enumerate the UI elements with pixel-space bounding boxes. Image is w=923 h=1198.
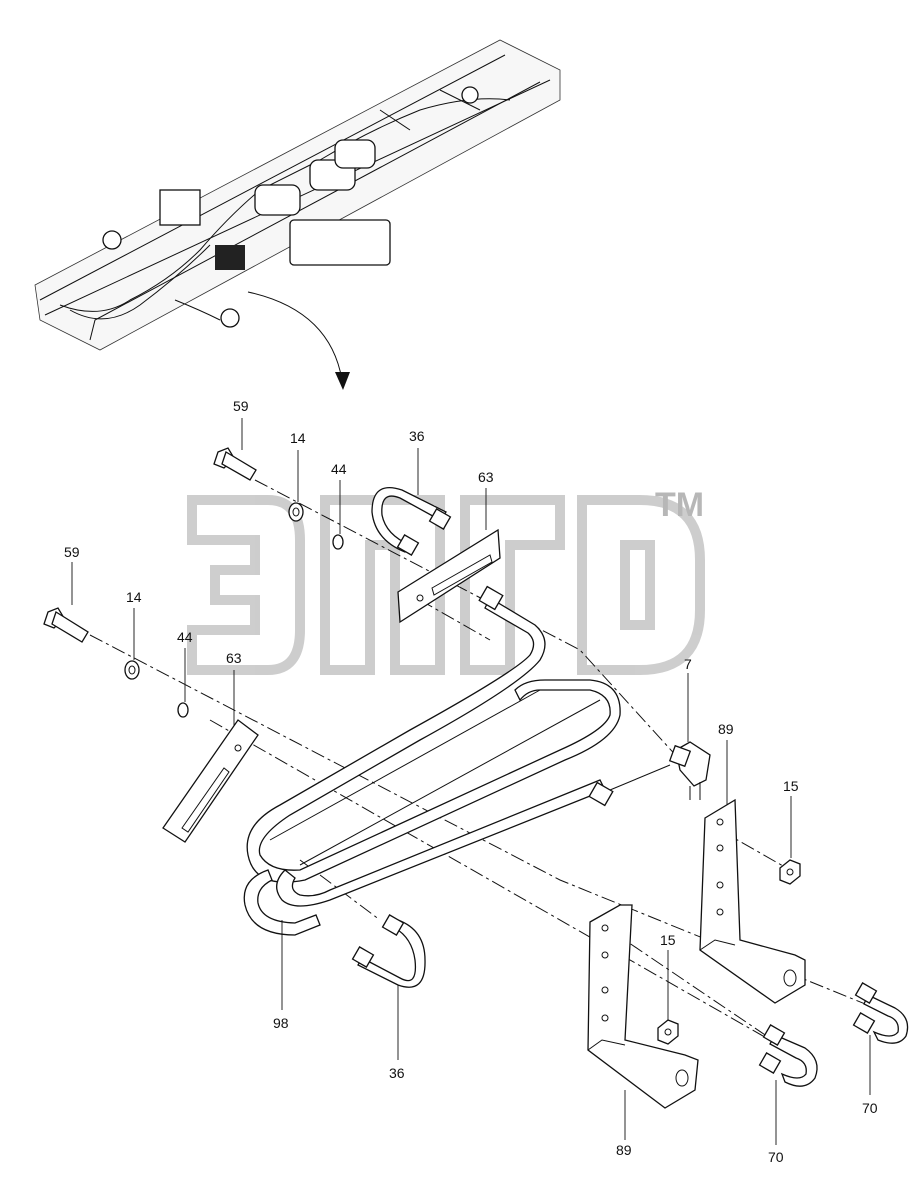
washer-44-lower	[177, 702, 189, 718]
bolt-upper	[213, 447, 257, 481]
callout-44-upper: 44	[331, 461, 347, 477]
u-pipe-70-right	[852, 982, 909, 1044]
callout-36-lower: 36	[389, 1065, 405, 1081]
callout-70-lower: 70	[768, 1149, 784, 1165]
zoom-arrow	[247, 291, 350, 390]
leader-lines	[71, 418, 871, 1145]
elbow-fitting-7	[668, 741, 711, 800]
callout-98: 98	[273, 1015, 289, 1031]
u-pipe-36-lower	[351, 914, 426, 988]
callout-89-lower: 89	[616, 1142, 632, 1158]
callout-labels: 59 14 44 36 63 59 14 44 63 7 89 15 15 98…	[64, 398, 878, 1165]
nut-15-upper	[779, 859, 801, 885]
callout-59-lower: 59	[64, 544, 80, 560]
washer-14-upper	[288, 502, 304, 522]
watermark-logo: TM	[187, 486, 705, 675]
callout-44-lower: 44	[177, 629, 193, 645]
callout-7: 7	[684, 656, 692, 672]
nut-15-lower	[657, 1019, 679, 1045]
callout-15-upper: 15	[783, 778, 799, 794]
bracket-plate-63-lower	[162, 719, 259, 843]
vehicle-frame-overview	[34, 39, 561, 351]
u-pipe-36-upper	[371, 486, 452, 556]
callout-15-lower: 15	[660, 932, 676, 948]
callout-36-upper: 36	[409, 428, 425, 444]
callout-63-upper: 63	[478, 469, 494, 485]
callout-70-right: 70	[862, 1100, 878, 1116]
bracket-89-lower	[587, 904, 699, 1109]
callout-59-upper: 59	[233, 398, 249, 414]
callout-14-lower: 14	[126, 589, 142, 605]
bracket-plate-63-upper	[397, 528, 501, 624]
callout-89-right: 89	[718, 721, 734, 737]
trademark-label: TM	[655, 486, 704, 524]
washer-14-lower	[124, 660, 140, 680]
callout-63-lower: 63	[226, 650, 242, 666]
callout-14-upper: 14	[290, 430, 306, 446]
washer-44-upper	[332, 534, 344, 550]
pipe-98-assembly	[243, 585, 671, 936]
u-pipe-70-lower	[758, 1024, 818, 1087]
bolt-lower	[43, 607, 89, 643]
bracket-89-right	[699, 798, 806, 1004]
